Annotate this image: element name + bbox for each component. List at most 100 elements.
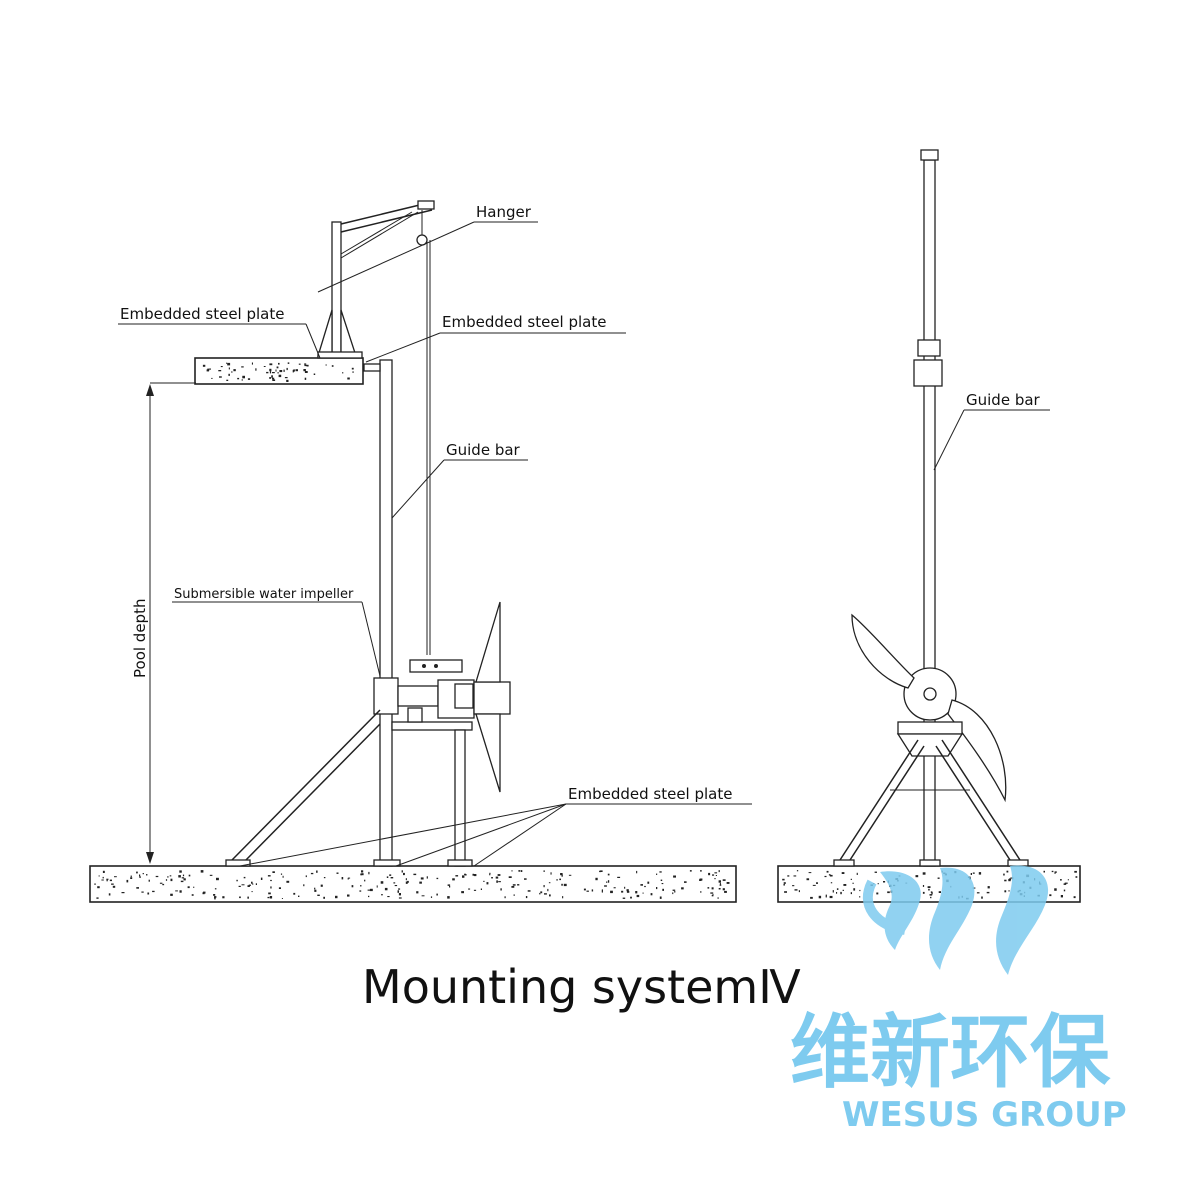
concrete-speckle [407, 880, 409, 883]
concrete-speckle [347, 377, 350, 380]
concrete-speckle [613, 887, 616, 889]
label-guide-bar-left: Guide bar [446, 441, 521, 459]
concrete-speckle [170, 893, 173, 896]
concrete-speckle [368, 895, 370, 898]
concrete-speckle [937, 877, 940, 879]
concrete-speckle [700, 870, 702, 872]
concrete-speckle [617, 876, 621, 878]
concrete-speckle [712, 893, 714, 897]
concrete-speckle [381, 894, 383, 896]
concrete-speckle [270, 879, 272, 882]
concrete-speckle [610, 890, 613, 894]
concrete-speckle [136, 871, 138, 874]
concrete-speckle [182, 874, 185, 877]
concrete-speckle [267, 896, 270, 899]
concrete-speckle [106, 879, 108, 882]
concrete-speckle [351, 367, 354, 370]
concrete-speckle [650, 893, 653, 896]
concrete-speckle [398, 893, 401, 896]
concrete-speckle [209, 368, 211, 370]
concrete-speckle [287, 362, 290, 364]
concrete-speckle [607, 873, 610, 876]
concrete-speckle [640, 884, 643, 886]
label-embedded-plate-bottom: Embedded steel plate [568, 785, 732, 803]
concrete-speckle [316, 870, 318, 873]
label-submersible-impeller: Submersible water impeller [174, 587, 354, 602]
concrete-speckle [272, 372, 275, 374]
concrete-speckle [539, 892, 541, 895]
concrete-speckle [486, 882, 489, 885]
concrete-speckle [915, 875, 919, 878]
concrete-speckle [218, 370, 222, 372]
concrete-speckle [630, 896, 632, 899]
concrete-speckle [816, 882, 818, 884]
concrete-speckle [317, 894, 320, 896]
concrete-speckle [715, 875, 717, 876]
concrete-speckle [179, 890, 182, 893]
concrete-speckle [314, 889, 317, 892]
concrete-speckle [840, 891, 842, 895]
concrete-speckle [191, 894, 194, 896]
concrete-speckle [260, 877, 263, 880]
concrete-speckle [525, 896, 528, 899]
concrete-speckle [883, 881, 886, 883]
concrete-speckle [213, 894, 216, 896]
concrete-speckle [227, 362, 231, 366]
concrete-speckle [512, 884, 516, 886]
concrete-speckle [162, 883, 165, 886]
watermark-english: WESUS GROUP [842, 1095, 1127, 1135]
concrete-speckle [928, 888, 930, 891]
concrete-speckle [472, 873, 474, 876]
concrete-speckle [142, 873, 144, 875]
concrete-speckle [784, 891, 787, 893]
concrete-speckle [181, 877, 185, 879]
concrete-speckle [1051, 870, 1054, 873]
concrete-speckle [591, 889, 594, 892]
concrete-speckle [323, 877, 326, 879]
concrete-speckle [922, 891, 925, 894]
concrete-speckle [462, 875, 465, 878]
concrete-speckle [247, 896, 249, 899]
concrete-speckle [211, 377, 213, 379]
concrete-speckle [269, 377, 272, 379]
concrete-speckle [719, 882, 721, 886]
concrete-speckle [390, 877, 394, 879]
concrete-speckle [561, 874, 563, 877]
concrete-speckle [277, 372, 279, 374]
concrete-speckle [659, 896, 662, 899]
concrete-speckle [511, 886, 515, 888]
concrete-speckle [504, 896, 506, 899]
concrete-speckle [241, 379, 243, 381]
support-strut [231, 709, 381, 863]
concrete-speckle [447, 884, 451, 886]
concrete-speckle [126, 879, 129, 883]
concrete-speckle [452, 878, 455, 881]
concrete-speckle [824, 875, 827, 878]
concrete-speckle [474, 874, 477, 877]
concrete-speckle [111, 883, 114, 885]
concrete-speckle [832, 890, 834, 893]
bottom-concrete-slab-left [89, 865, 737, 903]
concrete-speckle [361, 870, 364, 873]
concrete-speckle [877, 883, 879, 885]
concrete-speckle [242, 375, 245, 379]
concrete-speckle [722, 888, 725, 891]
concrete-speckle [202, 364, 206, 367]
concrete-speckle [708, 872, 711, 876]
concrete-speckle [342, 372, 344, 374]
concrete-speckle [455, 875, 459, 877]
concrete-speckle [836, 888, 839, 890]
concrete-speckle [268, 892, 271, 895]
concrete-speckle [178, 875, 181, 878]
concrete-speckle [489, 874, 491, 876]
concrete-speckle [304, 363, 307, 365]
concrete-speckle [421, 895, 425, 897]
concrete-speckle [155, 875, 159, 878]
concrete-speckle [393, 882, 396, 884]
concrete-speckle [473, 889, 477, 891]
concrete-speckle [336, 872, 339, 874]
concrete-speckle [1054, 888, 1057, 891]
leader-lines [118, 221, 1050, 867]
concrete-speckle [556, 879, 558, 881]
concrete-speckle [549, 894, 551, 897]
